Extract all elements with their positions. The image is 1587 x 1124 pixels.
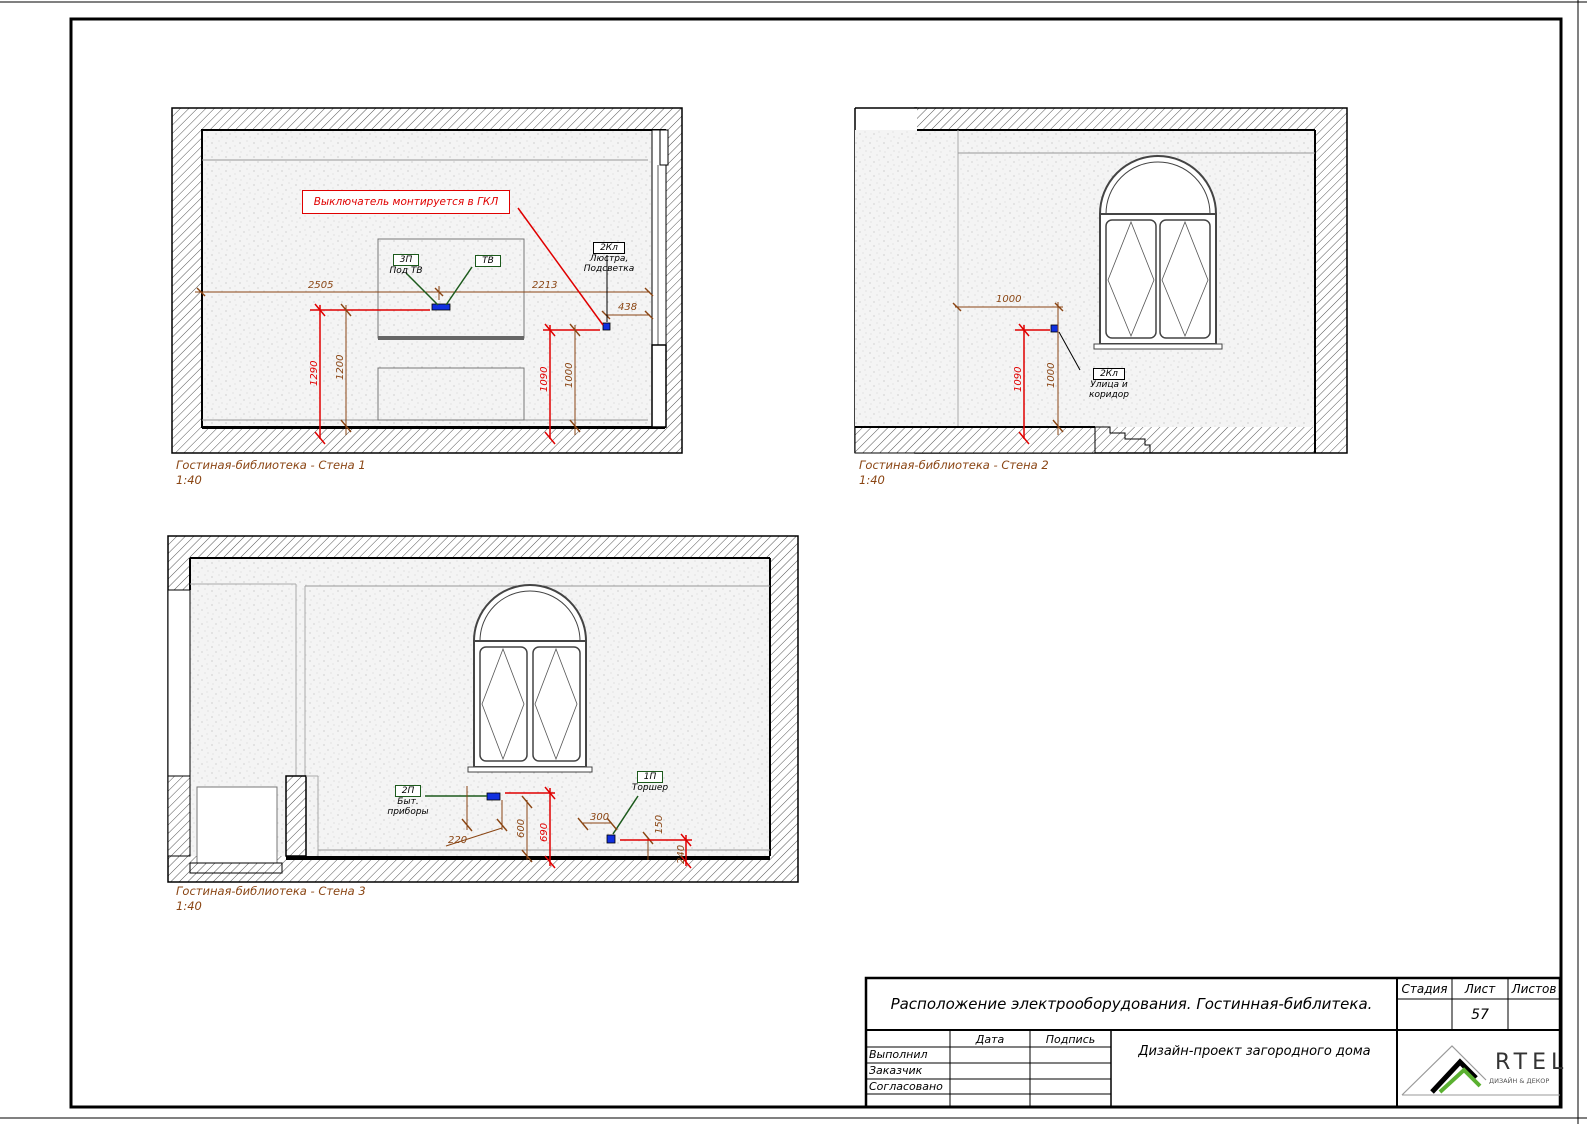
dim-w1-h3: 1090 [539,367,550,392]
caption-title: Гостиная-библиотека - Стена 2 [859,458,1049,472]
tag-code: 1П [636,771,664,783]
dim-w3-150: 150 [654,815,665,834]
tag-desc: Люстра, Подсветка [583,254,635,274]
sign-label: Подпись [1045,1032,1096,1046]
dim-w3-300: 300 [590,812,609,823]
stage-label: Стадия [1401,981,1448,996]
dim-w1-right: 2213 [532,280,557,291]
sheet-label: Лист [1464,981,1496,996]
company-logo [1401,1045,1560,1096]
row-customer: Заказчик [869,1064,923,1077]
tag-desc: Торшер [631,783,669,793]
logo-subtext: ДИЗАЙН & ДЕКОР [1489,1077,1550,1085]
switch-device [1050,324,1059,333]
dim-w3-600: 600 [516,819,527,838]
tag-socket-1p: 1П Торшер [628,771,672,793]
sheet-frame [69,17,1563,1109]
dim-w1-h4: 1000 [564,363,575,388]
dim-w3-240: 240 [676,845,687,864]
socket-device [606,834,616,844]
tag-code: 2П [394,785,422,797]
note-switch-drywall: Выключатель монтируется в ГКЛ [302,190,510,214]
elevation-wall-1: 2505 2213 438 1290 1200 1090 1000 [171,107,683,454]
tag-code: ТВ [475,255,501,267]
title-block-grid [864,976,1562,1109]
tag-code: 2Кл [593,242,625,254]
row-approved: Согласовано [869,1080,943,1093]
dim-w1-h1: 1290 [309,361,320,386]
caption-title: Гостиная-библиотека - Стена 3 [176,884,366,898]
tag-desc: Улица и коридор [1089,380,1129,400]
tag-socket-3p: 3П Под ТВ [386,254,426,276]
drawing-title: Расположение электрооборудования. Гостин… [890,995,1373,1013]
caption-scale: 1:40 [176,899,202,913]
caption-scale: 1:40 [176,473,202,487]
tag-desc: Под ТВ [389,266,423,276]
tag-switch-2kl: 2Кл Улица и коридор [1084,358,1134,410]
window-arched [467,584,593,773]
tag-code: 3П [392,254,420,266]
dim-w3-690: 690 [539,823,550,842]
elevation-wall-2: 1000 1090 1000 [854,107,1348,454]
caption-title: Гостиная-библиотека - Стена 1 [176,458,366,472]
dim-w1-small: 438 [618,302,637,313]
window-arched [1093,155,1223,350]
dim-w2-horiz: 1000 [996,294,1021,305]
row-performed: Выполнил [869,1048,928,1061]
switch-device [602,322,611,331]
tag-tv: ТВ [468,255,508,267]
socket-device [486,792,501,801]
caption-wall-3: Гостиная-библиотека - Стена 3 1:40 [176,884,366,914]
tv-cabinet [377,367,525,421]
logo-text: RTEL [1495,1050,1569,1075]
tag-socket-2p: 2П Быт. приборы [386,775,430,827]
dim-w1-left: 2505 [308,280,333,291]
sheets-label: Листов [1511,981,1557,996]
caption-scale: 1:40 [859,473,885,487]
title-block: Расположение электрооборудования. Гостин… [866,978,1563,1107]
sheet-number: 57 [1471,1006,1489,1023]
tag-code: 2Кл [1093,368,1125,380]
dim-w2-h1: 1090 [1013,367,1024,392]
elevation-wall-3: 220 600 690 300 150 240 [167,535,799,883]
tag-switch-2kl: 2Кл Люстра, Подсветка [578,232,640,284]
caption-wall-1: Гостиная-библиотека - Стена 1 1:40 [176,458,366,488]
dim-w2-h2: 1000 [1046,363,1057,388]
socket-device [431,303,451,311]
dim-w3-220: 220 [448,835,467,846]
dim-w1-h2: 1200 [335,355,346,380]
tag-desc: Быт. приборы [387,797,429,817]
project-name: Дизайн-проект загородного дома [1138,1043,1371,1059]
date-label: Дата [975,1032,1005,1046]
caption-wall-2: Гостиная-библиотека - Стена 2 1:40 [859,458,1049,488]
logo-block: RTEL ДИЗАЙН & ДЕКОР [1397,1030,1563,1107]
